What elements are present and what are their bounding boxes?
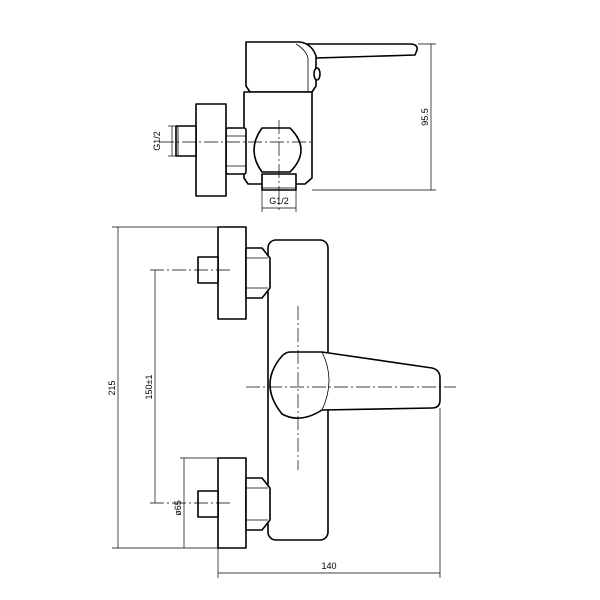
side-upper-cap bbox=[245, 41, 317, 93]
side-view: G1/2 G1/2 95.5 bbox=[152, 41, 436, 212]
flange-diameter-label: ø65 bbox=[173, 500, 183, 516]
front-lower-inlet bbox=[197, 490, 219, 518]
front-lower-nut bbox=[245, 477, 271, 531]
side-sphere bbox=[253, 127, 302, 173]
side-hex-nut bbox=[225, 127, 247, 175]
side-cap-step bbox=[295, 43, 309, 92]
overall-height-label: 215 bbox=[107, 380, 117, 395]
side-handle-lever bbox=[299, 43, 418, 59]
front-lever-handle bbox=[269, 351, 441, 419]
side-knob bbox=[313, 67, 321, 81]
thread-label-bottom: G1/2 bbox=[269, 196, 289, 206]
front-upper-nut bbox=[245, 247, 271, 299]
front-upper-flange bbox=[217, 226, 247, 320]
thread-label-left: G1/2 bbox=[152, 131, 162, 151]
overall-depth-label: 140 bbox=[321, 561, 336, 571]
front-view: 215 150±1 ø65 140 bbox=[107, 226, 456, 578]
side-inlet-pipe bbox=[175, 125, 197, 157]
height-dimension-label: 95.5 bbox=[420, 108, 430, 126]
center-distance-label: 150±1 bbox=[144, 375, 154, 400]
side-flange bbox=[195, 103, 227, 197]
